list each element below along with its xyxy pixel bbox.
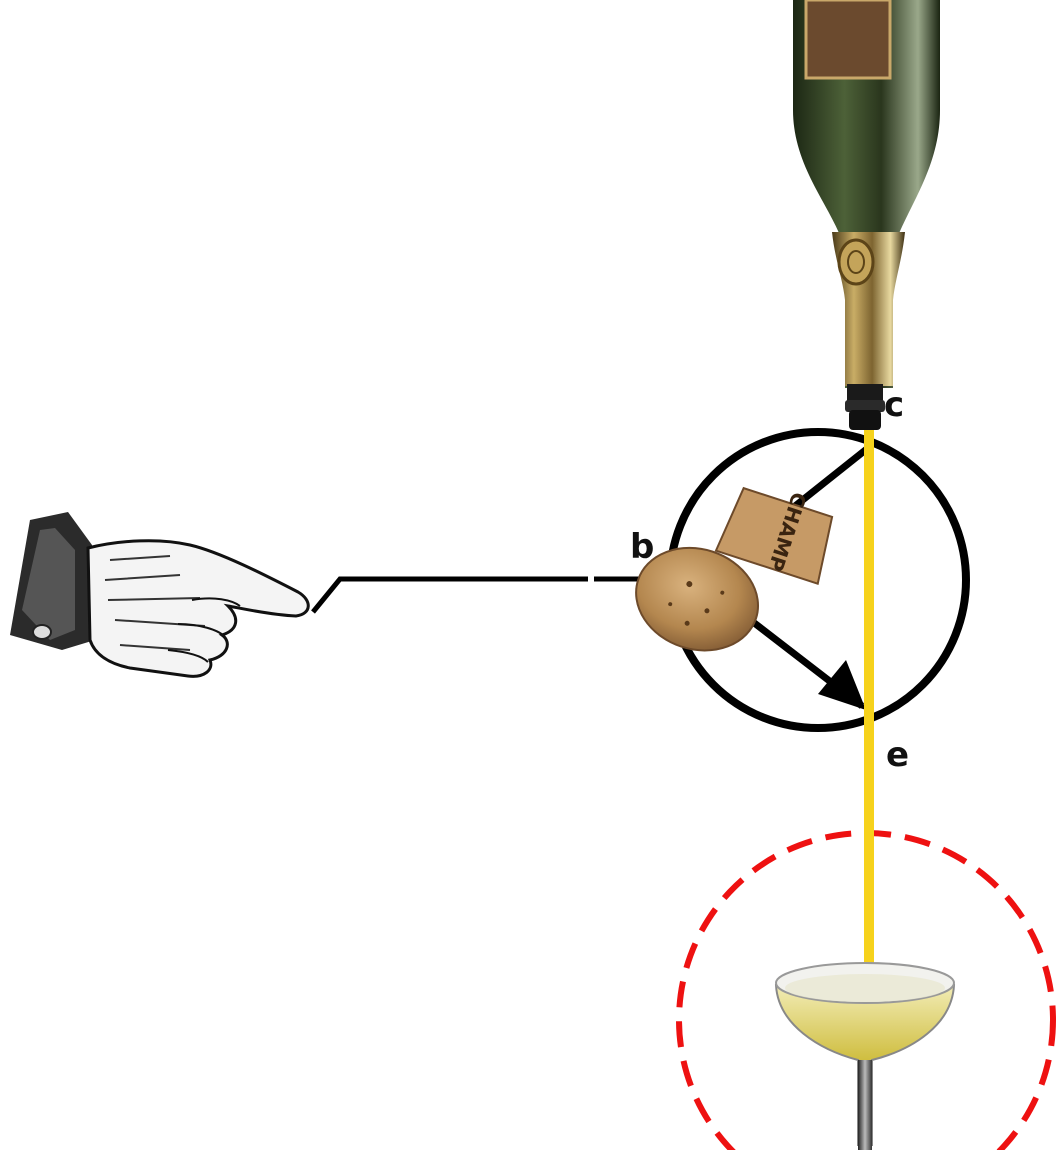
collector-label: c	[884, 385, 904, 425]
pointing-hand-icon	[10, 512, 310, 678]
base-label: b	[630, 527, 654, 567]
cork-icon: CHAMP	[635, 486, 834, 652]
champagne-stream	[864, 430, 874, 964]
emitter-arrow-icon	[818, 660, 866, 710]
emitter-label: e	[886, 735, 909, 775]
champagne-bottle-icon	[793, 0, 940, 430]
champagne-coupe-icon	[774, 962, 956, 1150]
base-wire	[311, 576, 588, 614]
